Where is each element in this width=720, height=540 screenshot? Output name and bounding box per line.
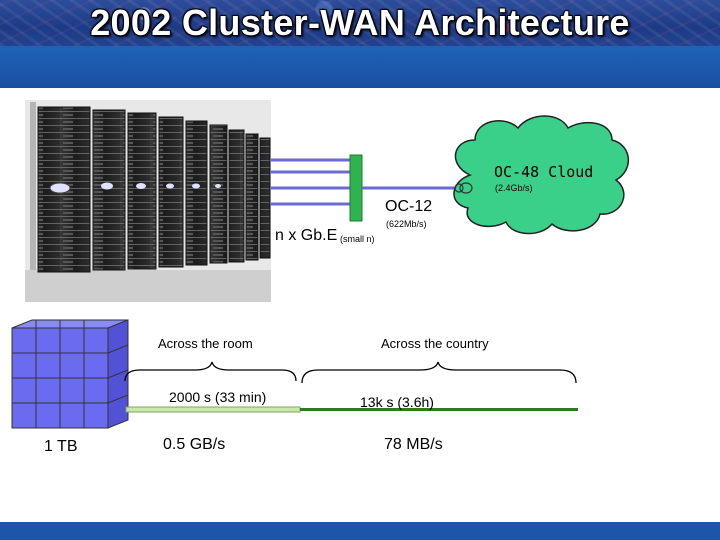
- oc48-cloud: [453, 115, 630, 235]
- room-transfer-bar: [125, 406, 301, 413]
- cloud-connector: [459, 182, 473, 194]
- rack-4: [158, 116, 184, 268]
- banner-texture: [0, 0, 720, 46]
- title-banner: 2002 Cluster-WAN Architecture: [0, 0, 720, 46]
- gbe-switch: [349, 154, 363, 222]
- gbe-links: [270, 158, 350, 206]
- footer-band: [0, 522, 720, 540]
- room-brace: [124, 361, 297, 382]
- slide-title: 2002 Cluster-WAN Architecture: [90, 2, 630, 43]
- rack-5: [185, 120, 208, 266]
- country-label: Across the country: [381, 336, 489, 351]
- cloud-rate: (2.4Gb/s): [495, 183, 533, 193]
- gbe-label: n x Gb.E: [275, 227, 338, 244]
- rack-logo: [49, 182, 71, 194]
- rack-7: [228, 129, 245, 263]
- room-time: 2000 s (33 min): [169, 389, 267, 405]
- header-band: [0, 46, 720, 88]
- country-brace: [301, 361, 577, 384]
- oc12-label: OC-12: [385, 198, 433, 215]
- cluster-racks-photo: [25, 100, 271, 302]
- room-rate: 0.5 GB/s: [163, 436, 226, 453]
- cloud-label: OC-48 Cloud: [494, 163, 594, 181]
- storage-size: 1 TB: [44, 438, 78, 455]
- floor: [25, 270, 271, 302]
- oc12-rate: (622Mb/s): [386, 219, 427, 229]
- storage-cube: [11, 319, 129, 429]
- country-time: 13k s (3.6h): [360, 394, 434, 410]
- rack-3: [127, 112, 157, 270]
- gbe-note: (small n): [340, 234, 375, 244]
- country-rate: 78 MB/s: [384, 436, 443, 453]
- room-label: Across the room: [158, 336, 253, 351]
- rack-9: [259, 137, 271, 259]
- rack-6: [209, 124, 228, 264]
- rack-2: [92, 109, 126, 271]
- rack-8: [245, 133, 259, 261]
